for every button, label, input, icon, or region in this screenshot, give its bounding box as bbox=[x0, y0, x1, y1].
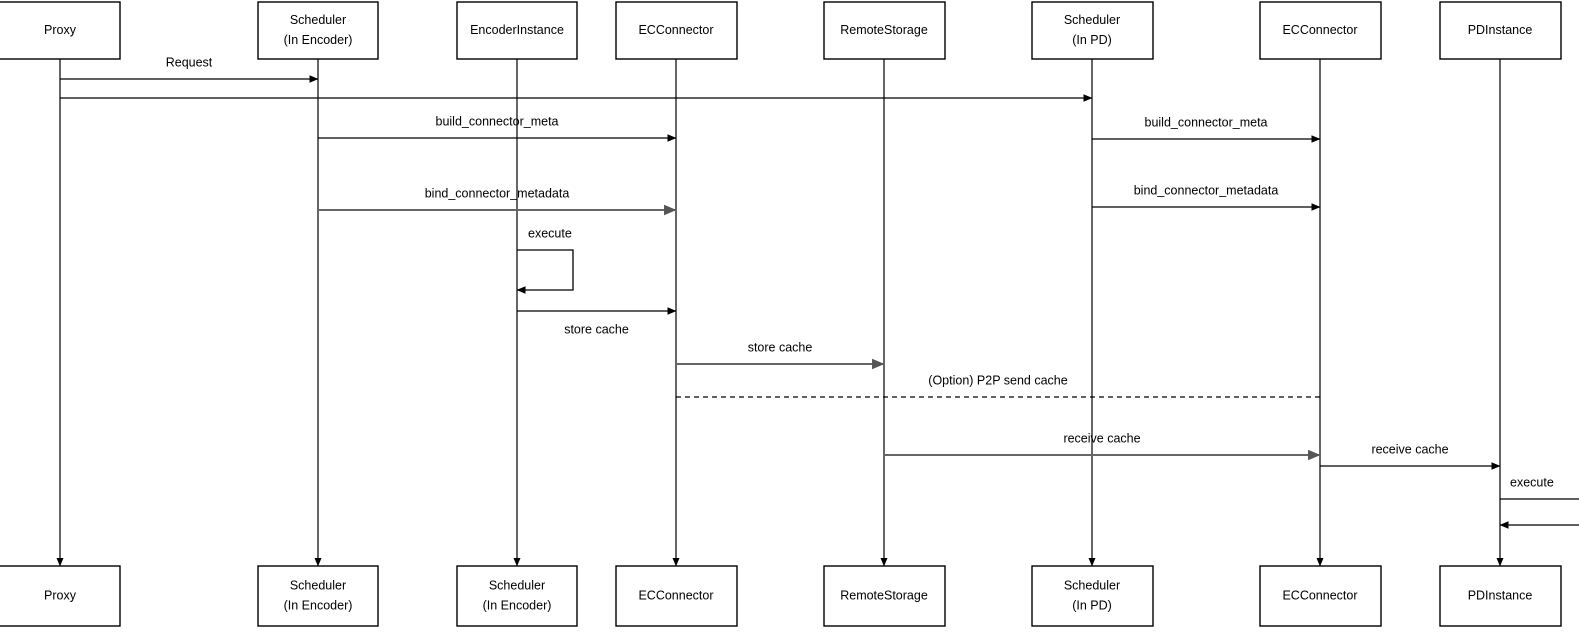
message-m11[interactable]: receive cache bbox=[1320, 442, 1501, 470]
message-m1[interactable]: Request bbox=[60, 55, 319, 83]
participant-name: Scheduler bbox=[1064, 578, 1120, 592]
participant-name: RemoteStorage bbox=[840, 588, 928, 602]
message-m3[interactable]: build_connector_meta bbox=[318, 114, 677, 142]
participant-qualifier: (In Encoder) bbox=[284, 598, 353, 612]
participant-name: Scheduler bbox=[489, 578, 545, 592]
message-label: Request bbox=[166, 55, 213, 69]
participant-name: ECConnector bbox=[638, 23, 713, 37]
self-message-s2[interactable]: execute bbox=[1499, 475, 1579, 529]
message-m9[interactable]: (Option) P2P send cache bbox=[676, 373, 1320, 398]
participant-name: RemoteStorage bbox=[840, 23, 928, 37]
participant-qualifier: (In PD) bbox=[1072, 598, 1112, 612]
box-frame bbox=[823, 1, 946, 60]
participant-qualifier: (In Encoder) bbox=[483, 598, 552, 612]
top-box-sched_enc[interactable]: Scheduler (In Encoder) bbox=[257, 1, 379, 60]
top-box-enc_inst[interactable]: EncoderInstance bbox=[456, 1, 578, 60]
participant-name: Proxy bbox=[44, 23, 77, 37]
bottom-box-ecconn_2[interactable]: ECConnector bbox=[1259, 565, 1382, 627]
bottom-box-enc_inst[interactable]: Scheduler (In Encoder) bbox=[456, 565, 578, 627]
message-m7[interactable]: store cache bbox=[517, 307, 677, 336]
participant-qualifier: (In Encoder) bbox=[284, 33, 353, 47]
message-label: build_connector_meta bbox=[436, 114, 559, 128]
participant-name: Scheduler bbox=[1064, 13, 1120, 27]
bottom-box-sched_enc[interactable]: Scheduler (In Encoder) bbox=[257, 565, 379, 627]
box-frame bbox=[615, 565, 738, 627]
box-frame bbox=[0, 565, 121, 627]
message-label: store cache bbox=[564, 322, 629, 336]
bottom-box-pd_inst[interactable]: PDInstance bbox=[1439, 565, 1562, 627]
participant-name: Scheduler bbox=[290, 578, 346, 592]
box-frame bbox=[1259, 565, 1382, 627]
lifelines-group bbox=[56, 59, 1504, 567]
message-m6[interactable]: bind_connector_metadata bbox=[1092, 183, 1321, 211]
participant-name: PDInstance bbox=[1468, 588, 1533, 602]
participant-name: ECConnector bbox=[1282, 23, 1357, 37]
message-label: bind_connector_metadata bbox=[1134, 183, 1279, 197]
participant-name: ECConnector bbox=[1282, 588, 1357, 602]
box-frame bbox=[0, 1, 121, 60]
box-frame bbox=[456, 1, 578, 60]
message-m10[interactable]: receive cache bbox=[884, 431, 1321, 461]
message-m4[interactable]: build_connector_meta bbox=[1092, 115, 1321, 143]
box-frame bbox=[1031, 565, 1154, 627]
message-label: receive cache bbox=[1063, 431, 1140, 445]
bottom-box-proxy[interactable]: Proxy bbox=[0, 565, 121, 627]
box-frame bbox=[1031, 1, 1154, 60]
top-box-pd_inst[interactable]: PDInstance bbox=[1439, 1, 1562, 60]
self-message-path bbox=[516, 249, 574, 294]
top-box-remote_store[interactable]: RemoteStorage bbox=[823, 1, 946, 60]
box-frame bbox=[615, 1, 738, 60]
message-label: store cache bbox=[748, 340, 813, 354]
message-label: receive cache bbox=[1371, 442, 1448, 456]
box-frame bbox=[823, 565, 946, 627]
message-m5[interactable]: bind_connector_metadata bbox=[318, 186, 677, 216]
top-participant-boxes: Proxy Scheduler (In Encoder) EncoderInstanc… bbox=[0, 1, 1562, 60]
self-message-label: execute bbox=[528, 226, 572, 240]
bottom-box-remote_store[interactable]: RemoteStorage bbox=[823, 565, 946, 627]
participant-name: EncoderInstance bbox=[470, 23, 564, 37]
bottom-box-ecconn_1[interactable]: ECConnector bbox=[615, 565, 738, 627]
self-message-s1[interactable]: execute bbox=[516, 226, 574, 294]
box-frame bbox=[257, 565, 379, 627]
participant-name: ECConnector bbox=[638, 588, 713, 602]
bottom-participant-boxes: Proxy Scheduler (In Encoder) Scheduler (In E… bbox=[0, 565, 1562, 627]
top-box-proxy[interactable]: Proxy bbox=[0, 1, 121, 60]
top-box-ecconn_2[interactable]: ECConnector bbox=[1259, 1, 1382, 60]
top-box-sched_pd[interactable]: Scheduler (In PD) bbox=[1031, 1, 1154, 60]
participant-name: Proxy bbox=[44, 588, 77, 602]
message-label: (Option) P2P send cache bbox=[928, 373, 1067, 387]
box-frame bbox=[1439, 1, 1562, 60]
self-messages-group: execute execute bbox=[516, 226, 1579, 529]
top-box-ecconn_1[interactable]: ECConnector bbox=[615, 1, 738, 60]
message-m8[interactable]: store cache bbox=[676, 340, 885, 370]
participant-name: PDInstance bbox=[1468, 23, 1533, 37]
box-frame bbox=[456, 565, 578, 627]
box-frame bbox=[1259, 1, 1382, 60]
bottom-box-sched_pd[interactable]: Scheduler (In PD) bbox=[1031, 565, 1154, 627]
participant-name: Scheduler bbox=[290, 13, 346, 27]
participant-qualifier: (In PD) bbox=[1072, 33, 1112, 47]
box-frame bbox=[257, 1, 379, 60]
messages-group: Request build_connector_meta build_connect… bbox=[60, 55, 1501, 470]
self-message-path bbox=[1499, 498, 1579, 529]
message-label: build_connector_meta bbox=[1145, 115, 1268, 129]
self-message-label: execute bbox=[1510, 475, 1554, 489]
box-frame bbox=[1439, 565, 1562, 627]
message-label: bind_connector_metadata bbox=[425, 186, 570, 200]
